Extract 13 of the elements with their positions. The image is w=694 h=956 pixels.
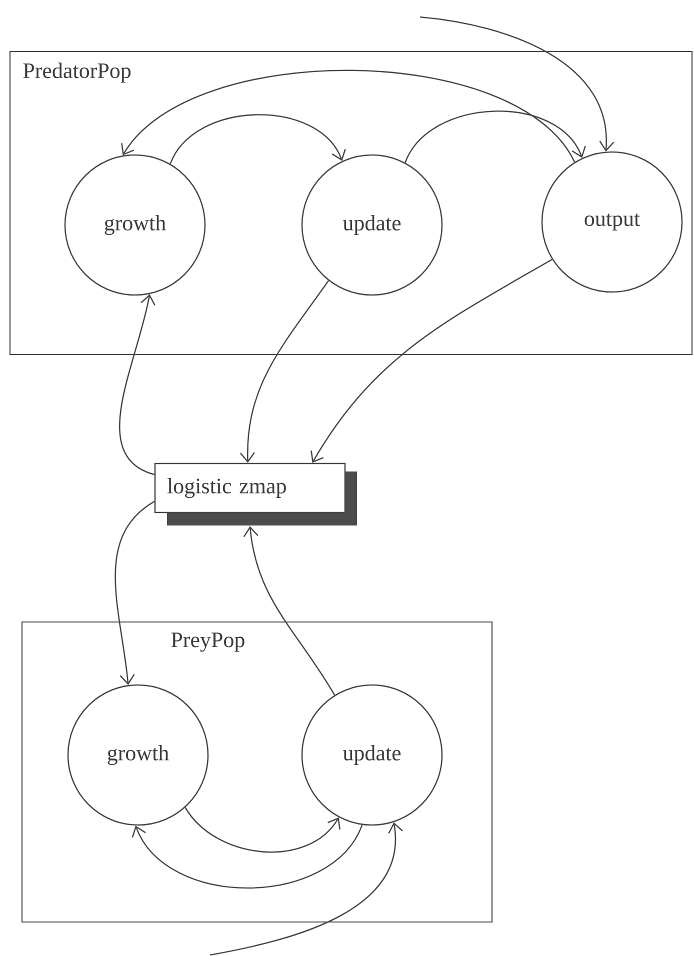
arrow — [121, 70, 576, 162]
arrow — [240, 280, 330, 463]
arrow — [119, 294, 156, 476]
arrow — [132, 824, 363, 889]
arrow — [310, 258, 552, 463]
process-box: logistic zmap — [154, 462, 357, 526]
arrow — [243, 526, 336, 696]
arrow — [184, 807, 341, 853]
arrow — [210, 822, 403, 956]
arrow — [420, 16, 614, 152]
arrow — [404, 110, 586, 163]
arrow — [170, 114, 346, 164]
arrow — [114, 500, 155, 686]
